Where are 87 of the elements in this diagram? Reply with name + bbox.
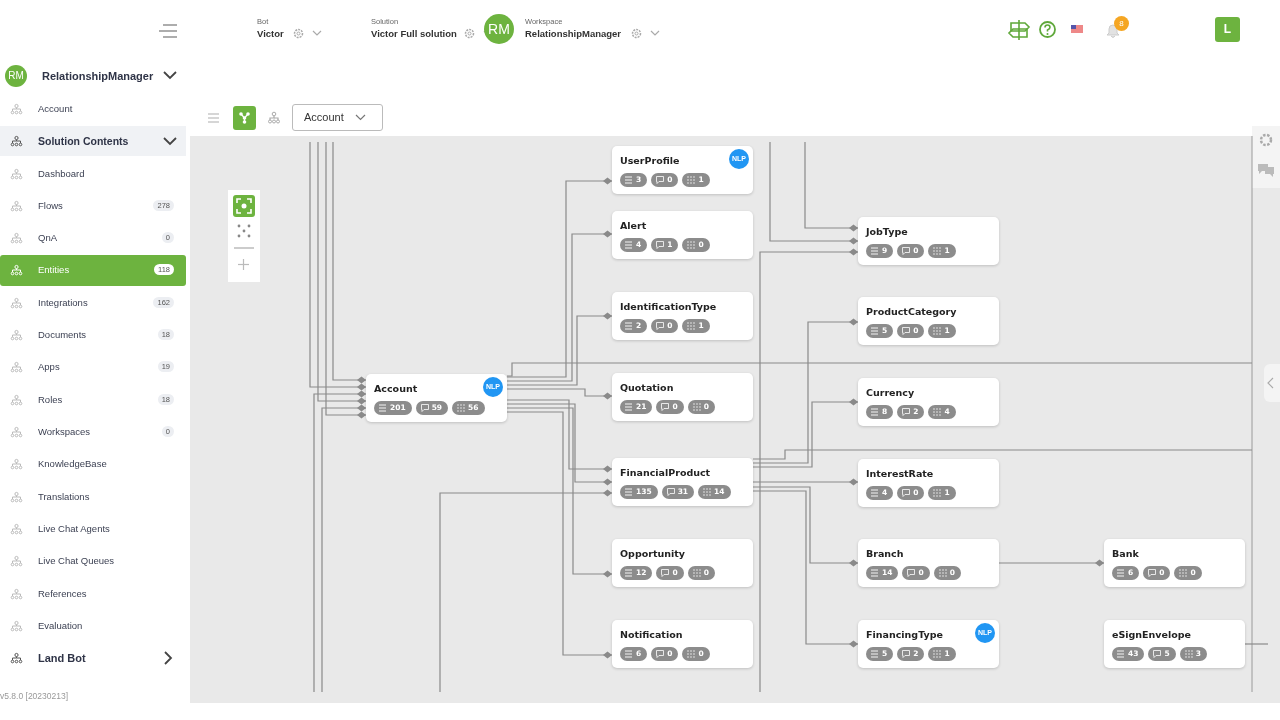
- entity-card: [858, 378, 999, 426]
- entity-card: [858, 459, 999, 507]
- menu-section: Solution Contents: [38, 134, 129, 148]
- connector-line: [506, 411, 613, 659]
- menu-item: Documents: [38, 328, 87, 342]
- selected-value: Victor Full solution: [371, 27, 457, 41]
- entity-name: Currency: [866, 387, 915, 398]
- version-text: v5.8.0 [20230213]: [0, 690, 69, 703]
- connector-line: [506, 403, 613, 486]
- connector-line: [752, 318, 859, 464]
- connector-line: [506, 177, 613, 378]
- entity-card: [612, 539, 753, 587]
- menu-item: KnowledgeBase: [38, 457, 107, 471]
- menu-item: QnA: [38, 231, 57, 245]
- connector-line: [506, 407, 613, 578]
- entity-name: eSignEnvelope: [1112, 629, 1192, 640]
- entity-name: Quotation: [620, 382, 674, 393]
- connector-line: [752, 486, 859, 567]
- selected-value: RelationshipManager: [525, 27, 622, 41]
- entity-name: FinancingType: [866, 629, 943, 640]
- entity-card: [612, 620, 753, 668]
- entity-name: ProductCategory: [866, 306, 957, 317]
- entity-name: InterestRate: [866, 468, 934, 479]
- connector-line: [752, 490, 859, 648]
- menu-item: Apps: [38, 360, 60, 374]
- entity-card: [858, 217, 999, 265]
- entity-card: [858, 539, 999, 587]
- menu-item: Roles: [38, 393, 63, 407]
- connector-line: [321, 404, 367, 693]
- entity-name: UserProfile: [620, 155, 680, 166]
- connector-line: [998, 559, 1105, 567]
- entity-name: FinancialProduct: [620, 467, 711, 478]
- entity-name: Bank: [1112, 548, 1139, 559]
- entity-name: Account: [374, 383, 418, 394]
- selected-value: Victor: [257, 27, 284, 41]
- workspace-avatar: RM: [484, 14, 514, 44]
- entity-name: Notification: [620, 629, 683, 640]
- entity-card: [858, 297, 999, 345]
- entity-card: [1104, 620, 1245, 668]
- connector-line: [506, 388, 613, 400]
- connector-line: [332, 141, 367, 384]
- entity-card: [612, 146, 753, 194]
- connector-line: [439, 489, 613, 693]
- connector-line: [752, 478, 859, 486]
- user-avatar: L: [1215, 17, 1240, 42]
- entity-card: [612, 292, 753, 340]
- workspace-avatar: RM: [5, 65, 27, 87]
- connector-line: [313, 390, 367, 693]
- connector-line: [506, 362, 1253, 377]
- entity-card: [366, 374, 507, 422]
- connector-line: [752, 398, 859, 468]
- notification-count: 8: [1114, 16, 1129, 31]
- menu-item: Evaluation: [38, 619, 83, 633]
- connector-line: [309, 141, 367, 391]
- connector-line: [325, 141, 367, 419]
- connector-line: [317, 141, 367, 405]
- menu-item: Dashboard: [38, 167, 85, 181]
- menu-item: Integrations: [38, 296, 88, 310]
- connector-line: [804, 141, 859, 232]
- entity-name: IdentificationType: [620, 301, 717, 312]
- connector-line: [769, 141, 859, 245]
- entity-select: Account: [292, 104, 383, 131]
- menu-item: Flows: [38, 199, 63, 213]
- entity-card: [612, 211, 753, 259]
- menu-item: Live Chat Agents: [38, 522, 110, 536]
- connector-line: [1244, 643, 1269, 645]
- workspace-name: RelationshipManager: [42, 69, 154, 83]
- menu-item: Account: [38, 102, 73, 116]
- entity-name: Opportunity: [620, 548, 685, 559]
- menu-item: References: [38, 587, 87, 601]
- connector-line: [506, 312, 613, 386]
- entity-card: [612, 373, 753, 421]
- connector-line: [506, 399, 613, 473]
- entity-name: JobType: [866, 226, 908, 237]
- menu-item: Live Chat Queues: [38, 554, 115, 568]
- entity-card: [612, 458, 753, 506]
- menu-item: Workspaces: [38, 425, 91, 439]
- entity-card: [858, 620, 999, 668]
- entity-card: [1104, 539, 1245, 587]
- connector-line: [506, 230, 613, 382]
- entity-name: Alert: [620, 220, 647, 231]
- menu-item: Translations: [38, 490, 90, 504]
- menu-section: Land Bot: [38, 651, 86, 665]
- connector-line: [752, 449, 1253, 460]
- entity-name: Branch: [866, 548, 904, 559]
- menu-item: Entities: [38, 263, 70, 277]
- connector-line: [759, 248, 859, 693]
